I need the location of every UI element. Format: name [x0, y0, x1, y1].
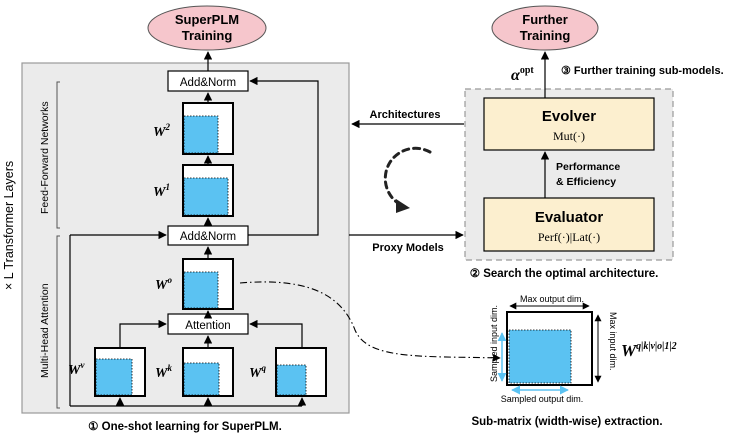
- sampled-input-label: Sampled input dim.: [489, 305, 499, 382]
- perf-eff-line1: Performance: [556, 161, 620, 173]
- wv-label: Wv: [68, 360, 85, 378]
- superplm-line2: Training: [182, 28, 233, 43]
- w2-matrix: [182, 102, 234, 155]
- w1-matrix: [182, 164, 234, 217]
- evaluator-title: Evaluator: [535, 209, 604, 226]
- extraction-connector: [239, 281, 501, 362]
- submatrix-figure: [497, 302, 602, 395]
- evolver-func: Mut(·): [553, 129, 585, 143]
- step1-caption: ① One-shot learning for SuperPLM.: [88, 420, 282, 433]
- w2-label: W2: [153, 122, 170, 140]
- further-training-node: Further Training: [491, 5, 599, 51]
- left-panel-connections: [69, 51, 319, 407]
- submatrix-formula: Wq|k|v|o|1|2: [621, 341, 677, 360]
- further-line2: Training: [520, 28, 571, 43]
- wv-matrix: [94, 347, 146, 397]
- max-input-label: Max input dim.: [608, 312, 618, 371]
- sampled-output-label: Sampled output dim.: [501, 394, 584, 404]
- max-output-label: Max output dim.: [520, 294, 584, 304]
- submatrix-caption: Sub-matrix (width-wise) extraction.: [471, 416, 662, 428]
- addnorm-top-label: Add&Norm: [180, 77, 236, 89]
- mha-label: Multi-Head Attention: [39, 283, 51, 378]
- superplm-line1: SuperPLM: [175, 12, 239, 27]
- wk-label: Wk: [155, 363, 172, 381]
- further-line1: Further: [522, 12, 568, 27]
- evaluator-func: Perf(·)|Lat(·): [538, 230, 600, 244]
- alpha-opt-label: αopt: [511, 65, 534, 84]
- ffn-label: Feed-Forward Networks: [39, 101, 51, 214]
- wq-label: Wq: [249, 363, 266, 381]
- wo-matrix: [182, 258, 234, 310]
- search-cycle-icon: [383, 146, 432, 213]
- step2-caption: ② Search the optimal architecture.: [470, 267, 659, 280]
- evolver-title: Evolver: [542, 108, 596, 125]
- wk-matrix: [182, 347, 234, 397]
- superplm-training-node: SuperPLM Training: [147, 5, 267, 51]
- attention-label: Attention: [185, 320, 230, 332]
- evolver-box: Evolver Mut(·): [483, 97, 655, 151]
- proxy-models-label: Proxy Models: [372, 242, 444, 254]
- w1-label: W1: [153, 182, 170, 200]
- wo-label: Wo: [155, 275, 172, 293]
- architectures-label: Architectures: [370, 109, 441, 121]
- wq-matrix: [275, 347, 327, 397]
- step3-caption: ③ Further training sub-models.: [561, 65, 724, 77]
- perf-eff-line2: & Efficiency: [556, 176, 616, 188]
- addnorm-mid-label: Add&Norm: [180, 231, 236, 243]
- evaluator-box: Evaluator Perf(·)|Lat(·): [483, 197, 655, 252]
- transformer-layers-label: × L Transformer Layers: [2, 161, 16, 290]
